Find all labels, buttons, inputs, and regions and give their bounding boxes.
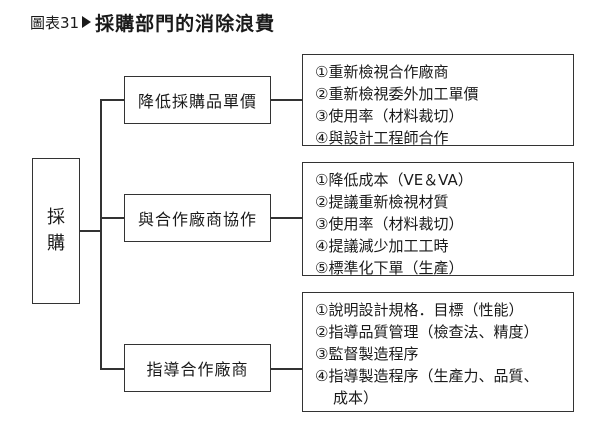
branch-node-3: 指導合作廠商 [124,344,271,392]
connector-detail-1 [271,99,302,101]
connector-trunk-vertical [100,99,102,369]
list-item: ④指導製造程序（生產力、品質、 [315,367,539,385]
connector-branch-2 [100,217,124,219]
connector-branch-3 [100,368,124,370]
list-item: ③使用率（材料裁切） [315,215,464,233]
root-node: 採 購 [32,158,80,304]
list-item: ④提議減少加工工時 [315,237,449,255]
list-item: ④與設計工程師合作 [315,129,449,147]
connector-root-horizontal [80,230,101,232]
connector-branch-1 [100,99,124,101]
list-item: ①重新檢視合作廠商 [315,63,449,81]
list-item: ②指導品質管理（檢查法、精度） [315,323,539,341]
list-item: ②提議重新檢視材質 [315,193,449,211]
figure-title: 圖表31 採購部門的消除浪費 [30,8,275,36]
root-char: 購 [47,233,65,254]
detail-box-1: ①重新檢視合作廠商 ②重新檢視委外加工單價 ③使用率（材料裁切） ④與設計工程師… [302,54,574,147]
list-item: ③監督製造程序 [315,345,419,363]
list-item: ②重新檢視委外加工單價 [315,85,479,103]
list-item: ①降低成本（VE＆VA） [315,171,473,189]
branch-node-1: 降低採購品單價 [124,76,271,124]
detail-box-3: ①說明設計規格．目標（性能） ②指導品質管理（檢查法、精度） ③監督製造程序 ④… [302,292,574,412]
connector-detail-3 [271,368,302,370]
list-item: ⑤標準化下單（生產） [315,259,464,277]
list-item: ①說明設計規格．目標（性能） [315,301,524,319]
root-char: 採 [47,207,65,228]
page-title: 採購部門的消除浪費 [95,12,276,35]
connector-detail-2 [271,217,302,219]
list-item: ③使用率（材料裁切） [315,107,464,125]
list-item-continuation: 成本） [333,389,379,407]
figure-label: 圖表31 [30,13,80,32]
triangle-right-icon [82,16,92,28]
branch-node-2: 與合作廠商協作 [124,194,271,242]
detail-box-2: ①降低成本（VE＆VA） ②提議重新檢視材質 ③使用率（材料裁切） ④提議減少加… [302,162,574,277]
